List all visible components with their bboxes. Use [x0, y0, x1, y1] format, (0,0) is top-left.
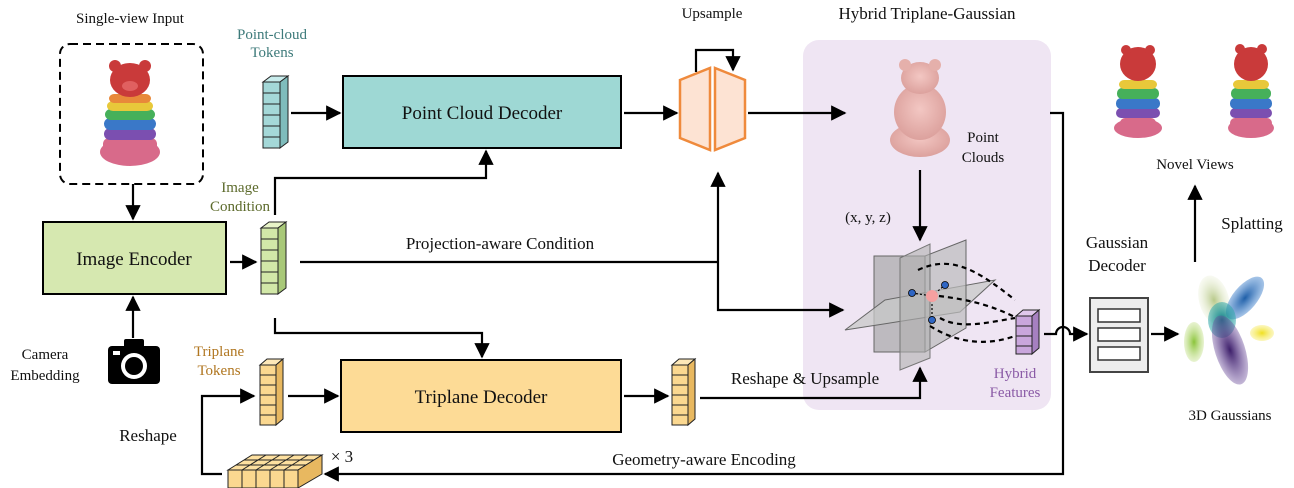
- camera-embedding-label-2: Embedding: [10, 368, 80, 384]
- triplane-tokens-label-2: Tokens: [197, 363, 240, 379]
- gaussian-decoder-label-2: Decoder: [1088, 256, 1146, 275]
- gaussian-decoder-block: [1089, 297, 1149, 373]
- gaussian-decoder-label: Gaussian: [1086, 233, 1149, 252]
- novel-view-2: [1228, 44, 1274, 138]
- triplane-decoder-label: Triplane Decoder: [415, 387, 548, 408]
- geometry-aware-encoding-label: Geometry-aware Encoding: [612, 450, 796, 469]
- single-view-input-label: Single-view Input: [76, 11, 185, 27]
- decoded-triplane-tokens: [670, 357, 697, 427]
- point-cloud-bear: [890, 59, 950, 157]
- hybrid-features-label: Hybrid: [994, 366, 1037, 382]
- teddy-bear-image: [100, 60, 160, 166]
- upsample-block: [678, 66, 747, 152]
- image-encoder-label: Image Encoder: [76, 249, 192, 270]
- image-encoder-box: [42, 221, 227, 295]
- point-cloud-tokens-label: Point-cloud: [237, 27, 307, 43]
- point-cloud-tokens-label-2: Tokens: [250, 45, 293, 61]
- input-image-frame: [59, 43, 204, 185]
- novel-views-label: Novel Views: [1156, 157, 1234, 173]
- hybrid-triplane-gaussian-title: Hybrid Triplane-Gaussian: [838, 4, 1016, 23]
- triplane-decoder-box: [340, 359, 622, 433]
- times-three-label: × 3: [331, 447, 353, 466]
- upsample-label: Upsample: [682, 6, 743, 22]
- camera-icon: [108, 339, 160, 384]
- connectors: [125, 48, 1203, 482]
- image-condition-label: Image: [221, 180, 259, 196]
- 3d-gaussians-label: 3D Gaussians: [1189, 408, 1272, 424]
- camera-embedding-label: Camera: [22, 347, 69, 363]
- point-cloud-decoder-box: [342, 75, 622, 149]
- triplane-grid: [226, 454, 324, 488]
- reshape-upsample-label: Reshape & Upsample: [731, 369, 879, 388]
- gaussian-blobs: [1184, 275, 1274, 385]
- point-clouds-label-2: Clouds: [962, 150, 1005, 166]
- hybrid-features-label-2: Features: [990, 385, 1041, 401]
- xyz-label: (x, y, z): [845, 210, 891, 226]
- image-condition-tokens: [259, 221, 288, 295]
- image-condition-label-2: Condition: [210, 199, 271, 215]
- point-cloud-tokens: [261, 75, 290, 149]
- triplane-planes: [844, 239, 1018, 371]
- hybrid-features-tokens: [1014, 308, 1041, 356]
- point-cloud-decoder-label: Point Cloud Decoder: [402, 103, 563, 124]
- projection-aware-condition-label: Projection-aware Condition: [406, 234, 595, 253]
- triplane-tokens: [258, 357, 285, 427]
- novel-view-1: [1114, 45, 1162, 138]
- splatting-label: Splatting: [1221, 214, 1283, 233]
- triplane-tokens-label: Triplane: [194, 344, 245, 360]
- point-clouds-label: Point: [967, 130, 1000, 146]
- reshape-label: Reshape: [119, 426, 177, 445]
